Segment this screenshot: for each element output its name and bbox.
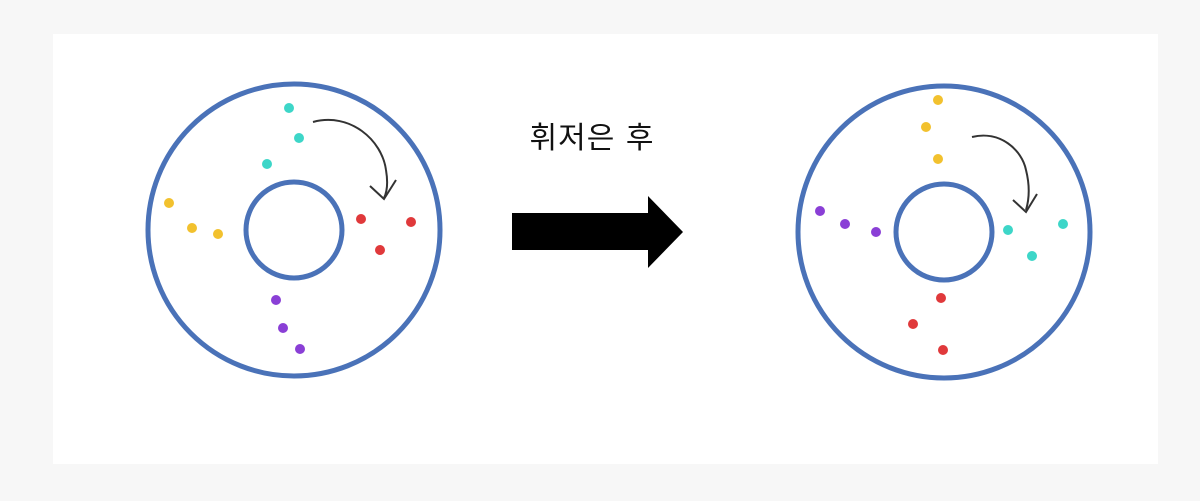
before-red-dot	[375, 245, 385, 255]
before-yellow-dot	[164, 198, 174, 208]
before-yellow-dot	[187, 223, 197, 233]
after-red-dot	[908, 319, 918, 329]
before-outer-ring	[145, 81, 443, 379]
after-yellow-dot	[921, 122, 931, 132]
after-purple-dot	[840, 219, 850, 229]
before-cyan-dot	[294, 133, 304, 143]
before-inner-ring	[243, 179, 345, 281]
after-red-dot	[936, 293, 946, 303]
after-cyan-dot	[1003, 225, 1013, 235]
before-purple-dot	[295, 344, 305, 354]
after-annulus	[795, 83, 1093, 381]
after-outer-ring	[795, 83, 1093, 381]
after-inner-ring	[893, 181, 995, 283]
curved-arrow-icon	[312, 119, 397, 201]
before-cyan-dot	[262, 159, 272, 169]
after-purple-dot	[871, 227, 881, 237]
before-purple-dot	[271, 295, 281, 305]
after-yellow-dot	[933, 154, 943, 164]
before-yellow-dot	[213, 229, 223, 239]
after-purple-dot	[815, 206, 825, 216]
after-cyan-dot	[1027, 251, 1037, 261]
curved-arrow-icon	[971, 134, 1038, 214]
before-red-dot	[406, 217, 416, 227]
before-purple-dot	[278, 323, 288, 333]
before-cyan-dot	[284, 103, 294, 113]
caption-after-stirring: 휘저은 후	[529, 121, 655, 156]
right-arrow-icon	[512, 196, 683, 268]
before-annulus	[145, 81, 443, 379]
before-red-dot	[356, 214, 366, 224]
after-yellow-dot	[933, 95, 943, 105]
after-red-dot	[938, 345, 948, 355]
after-cyan-dot	[1058, 219, 1068, 229]
